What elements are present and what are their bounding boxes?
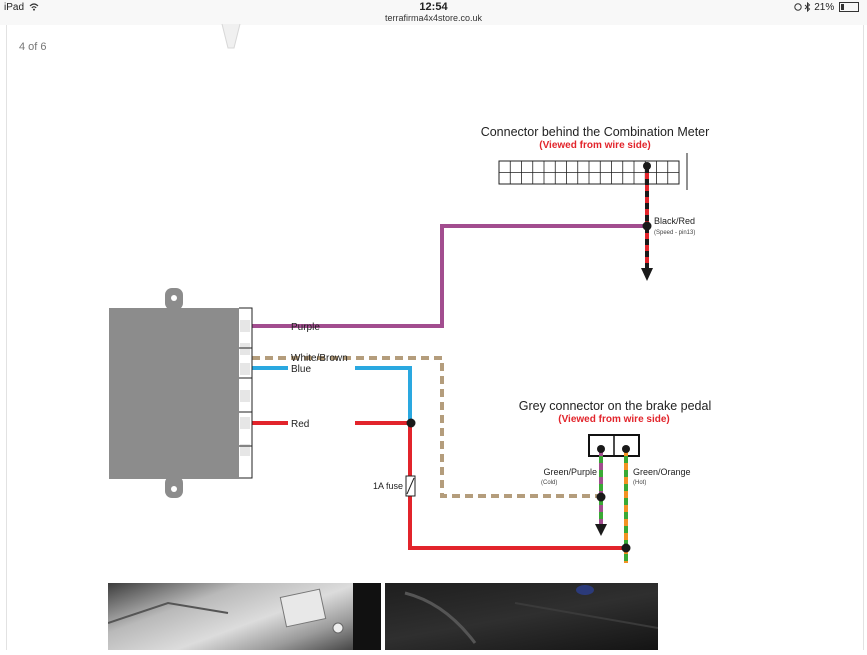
battery-percent: 21% (814, 2, 835, 13)
fuse-label: 1A fuse (373, 481, 403, 491)
red-label: Red (291, 419, 309, 430)
green-purple-label: Green/Purple (543, 467, 597, 477)
device-name: iPad (4, 2, 25, 13)
black-red-sub-label: (Speed - pin13) (654, 230, 695, 236)
meter-connector-title: Connector behind the Combination Meter (481, 125, 710, 139)
green-orange-sub-label: (Hot) (633, 480, 646, 486)
wifi-icon (29, 3, 39, 11)
page-counter: 4 of 6 (19, 41, 47, 53)
photo-left-detail (107, 583, 381, 650)
purple-label: Purple (291, 322, 320, 333)
blue-wire (355, 366, 412, 423)
purple-wire (252, 224, 647, 328)
white-brown-wire (252, 356, 601, 498)
status-time: 12:54 (419, 1, 448, 13)
battery-icon (839, 2, 859, 13)
clip-decoration (221, 23, 241, 49)
meter-connector-subtitle: (Viewed from wire side) (539, 140, 651, 151)
status-bar: iPad 12:54 terrafirma4x4store.co.uk 21% (0, 0, 867, 25)
white-brown-junction (596, 492, 606, 502)
blue-red-junction (406, 418, 416, 428)
battery-level-fill (841, 4, 845, 11)
pin13-junction (643, 162, 651, 170)
location-arrow-icon (793, 3, 802, 12)
brake-connector-subtitle: (Viewed from wire side) (558, 414, 670, 425)
photo-right-detail (404, 585, 659, 644)
black-red-wire (641, 162, 653, 281)
red-junction (621, 543, 631, 553)
green-orange-label: Green/Orange (633, 467, 691, 477)
brake-connector-title: Grey connector on the brake pedal (519, 399, 711, 413)
photo-left[interactable] (107, 583, 381, 650)
white-brown-label: White/Brown (291, 353, 348, 364)
blue-label: Blue (291, 364, 311, 375)
control-unit (109, 288, 253, 498)
green-orange-wire (621, 445, 631, 563)
brake-connector (588, 434, 640, 457)
green-purple-wire (595, 445, 607, 536)
address-url[interactable]: terrafirma4x4store.co.uk (384, 13, 483, 23)
cold-wire-arrow-icon (595, 524, 607, 536)
photo-right[interactable] (385, 583, 659, 650)
meter-connector-grid (498, 153, 688, 190)
black-red-junction (642, 221, 652, 231)
black-red-label: Black/Red (654, 216, 695, 226)
speed-wire-arrow-icon (641, 268, 653, 281)
bluetooth-icon (805, 2, 811, 13)
green-purple-sub-label: (Cold) (541, 480, 557, 486)
